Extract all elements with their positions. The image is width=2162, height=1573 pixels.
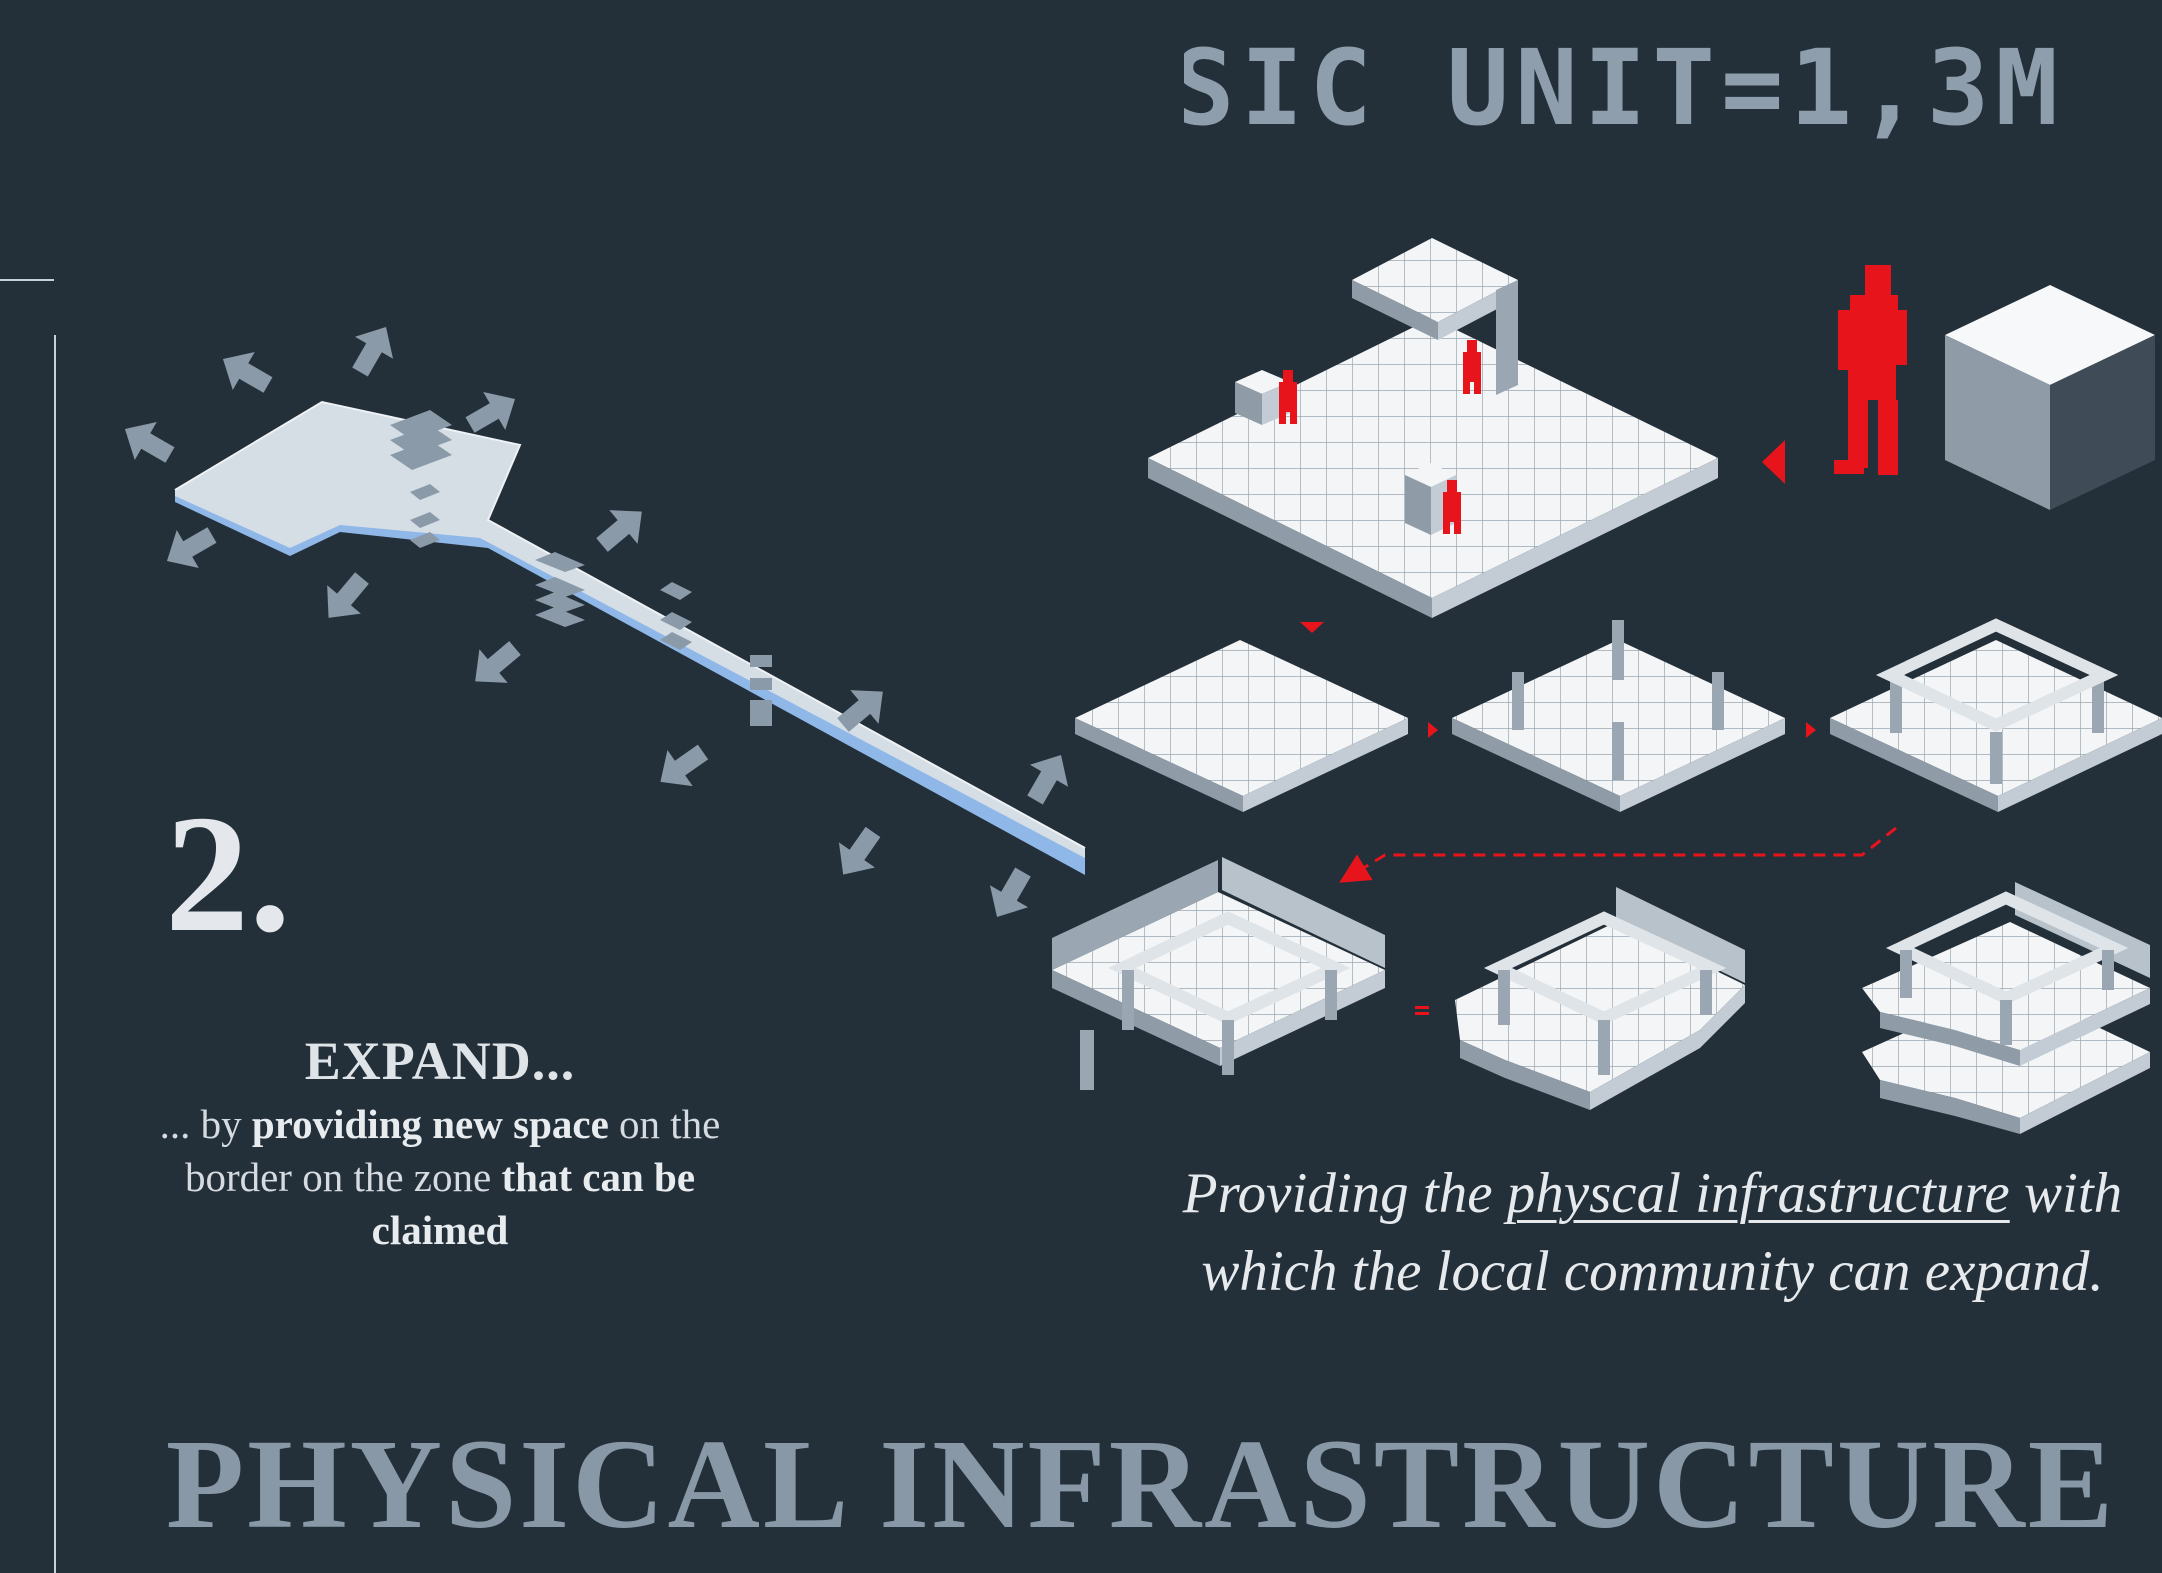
stage-columns-platform [1452,620,1785,812]
expand-heading: EXPAND... [304,1031,576,1091]
infrastructure-caption: Providing the physcal infrastructure wit… [1150,1155,2155,1311]
svg-text:BASIC UNIT=1,3M: BASIC UNIT=1,3M [1184,40,2064,140]
step-number: 2. [165,781,291,967]
main-title: PHYSICAL INFRASTRUCTURE [165,1413,2117,1555]
expanding-platform [174,400,1086,875]
unit-cube-icon [1945,285,2155,510]
caption-text-1: Providing the [1182,1162,1507,1225]
caption-underlined: physcal infrastructure [1506,1162,2010,1225]
desc-bold-1: providing new space [251,1101,609,1147]
stage-base-platform [1075,640,1408,812]
desc-text-2: on the border on the zone [184,1101,721,1200]
expansion-arrows [124,326,1069,918]
human-figures [1279,340,1481,534]
scale-person-icon [1762,265,1907,484]
dashed-flow-arrow [1339,826,1897,883]
expand-description: ... by providing new space on the border… [140,1098,740,1257]
desc-text-1: ... by [159,1101,252,1147]
caption-text-2: with which the local community can expan… [1201,1162,2123,1303]
stage-frame-platform [1830,618,2162,812]
basic-unit-title: BASIC UNIT=1,3M BASIC UNIT=1,3M [1184,40,2064,140]
desc-bold-2: that can be claimed [371,1154,696,1253]
stage-stacked-platform [1862,882,2150,1134]
expand-description-block: EXPAND... ... by providing new space on … [140,1030,740,1257]
stage-extended-platform [1455,887,1745,1110]
top-platform [1148,238,1718,618]
stage-walls-platform [1052,857,1385,1090]
